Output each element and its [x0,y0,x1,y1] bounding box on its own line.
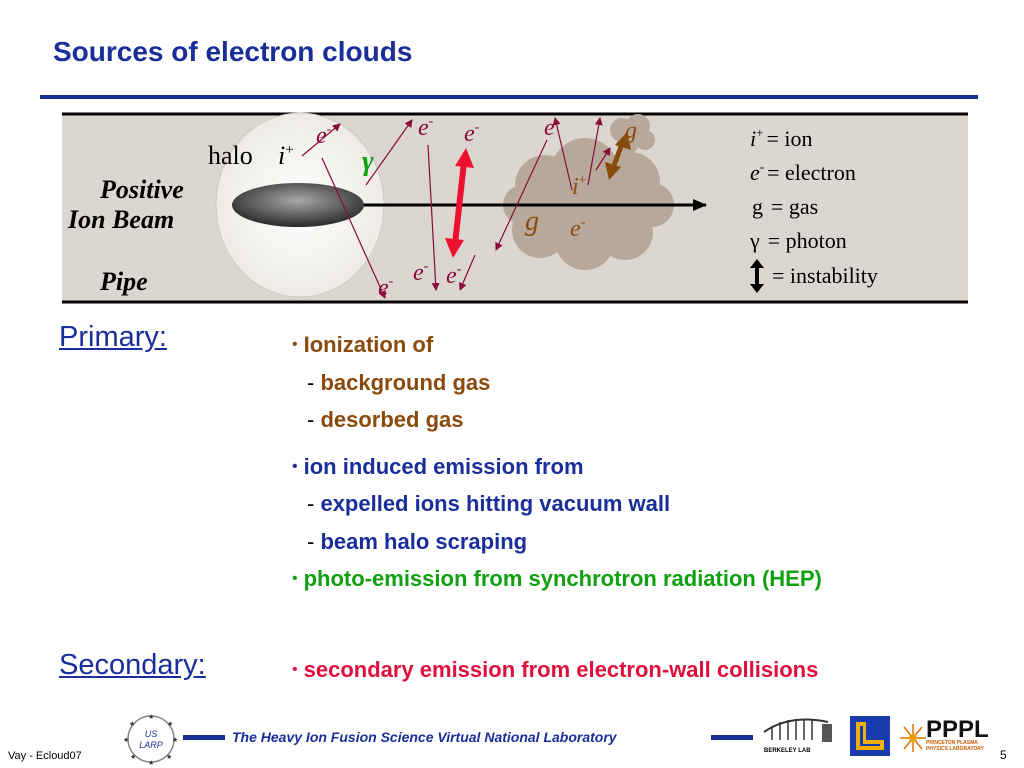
positive-label: Positive [99,175,184,204]
background-gas-text: background gas [320,370,491,395]
cloud-gas-label: g [525,206,539,237]
bullet: • [292,661,298,678]
ion-induced-item: • ion induced emission from [292,454,584,480]
electron-label-2: e- [418,114,434,141]
cloud-electron-label: e- [570,215,586,242]
footer-bar-right [711,735,753,740]
halo-scraping-text: beam halo scraping [320,529,528,554]
background-gas-item: - background gas [307,370,491,395]
instability-arrow-red [445,148,474,258]
svg-text:BERKELEY LAB: BERKELEY LAB [764,748,811,754]
gamma-label: γ [362,146,374,177]
trajectory-cloud-3 [595,147,611,171]
bullet: • [292,570,298,587]
legend-photon: γ= photon [749,228,847,253]
page-number: 5 [1000,748,1007,762]
desorbed-gas-text: desorbed gas [320,407,464,432]
halo-label: halo [208,141,253,170]
primary-heading: Primary: [59,321,167,353]
gas-cloud-main [503,138,674,270]
electron-label-1: e- [316,122,332,149]
secondary-heading: Secondary: [59,649,206,681]
berkeley-lab-logo: BERKELEY LAB [760,712,836,756]
bullet: • [292,458,298,475]
footer-author: Vay - Ecloud07 [8,750,82,762]
legend-ion: i+= ion [750,125,813,151]
electron-label-5: e- [378,274,394,301]
ionization-item: • Ionization of [292,332,433,358]
pppl-star-icon [900,724,926,752]
electron-label-6: e- [413,259,429,286]
expelled-ions-item: - expelled ions hitting vacuum wall [307,491,671,516]
legend-instability: = instability [772,263,878,288]
svg-text:★: ★ [130,753,136,761]
llnl-logo [850,716,890,756]
footer-lab-name: The Heavy Ion Fusion Science Virtual Nat… [232,729,617,745]
page-title: Sources of electron clouds [53,36,413,67]
ionization-text: Ionization of [303,332,434,357]
electron-label-3: e- [464,120,480,147]
trajectory-electron-4 [495,139,548,251]
pipe-label: Pipe [99,267,148,296]
svg-text:★: ★ [172,736,178,744]
trajectory-halo-ion [301,123,341,157]
diagram-legend: i+= ion e-= electron g= gas γ= photon = … [749,125,878,293]
ion-beam-label: Ion Beam [67,205,174,234]
pppl-logo: PPPL [926,716,989,743]
svg-text:★: ★ [129,720,135,728]
electron-label-7: e- [446,262,462,289]
photo-emission-text: photo-emission from synchrotron radiatio… [303,566,822,591]
desorbed-gas-item: - desorbed gas [307,407,464,432]
legend-instability-icon [750,259,764,293]
legend-electron: e-= electron [750,159,856,185]
instability-arrow-brown [605,132,631,180]
cloud-ion-label: i+ [572,173,587,200]
bullet: • [292,336,298,353]
halo-scraping-item: - beam halo scraping [307,529,528,554]
svg-text:US: US [145,729,158,739]
svg-text:★: ★ [167,720,173,728]
trajectory-electron-2 [427,144,440,291]
trajectory-cloud-1 [552,117,573,191]
trajectory-cloud-2 [587,117,603,186]
trajectory-electron-3 [459,254,476,291]
svg-text:★: ★ [148,759,154,766]
secondary-emission-item: • secondary emission from electron-wall c… [292,657,818,683]
photo-emission-item: • photo-emission from synchrotron radiati… [292,566,822,592]
gas-label-small: g [625,118,637,144]
electron-label-4: e- [544,114,560,141]
title-divider [40,95,978,99]
ion-beam [232,183,364,227]
trajectory-photon [365,119,413,186]
svg-text:★: ★ [166,753,172,761]
us-larp-logo: ★★★ ★★★ ★★ US LARP [123,713,178,766]
ion-induced-text: ion induced emission from [303,454,584,479]
svg-text:LARP: LARP [139,740,163,750]
svg-text:★: ★ [123,736,129,744]
legend-gas: g= gas [752,194,818,219]
halo-ion-label: i+ [278,141,294,170]
secondary-emission-text: secondary emission from electron-wall co… [303,657,819,682]
expelled-ions-text: expelled ions hitting vacuum wall [320,491,671,516]
trajectory-electron-1 [321,157,386,299]
pppl-subtitle: PRINCETON PLASMA PHYSICS LABORATORY [926,740,984,752]
svg-text:★: ★ [148,713,154,721]
footer-bar-left [183,735,225,740]
